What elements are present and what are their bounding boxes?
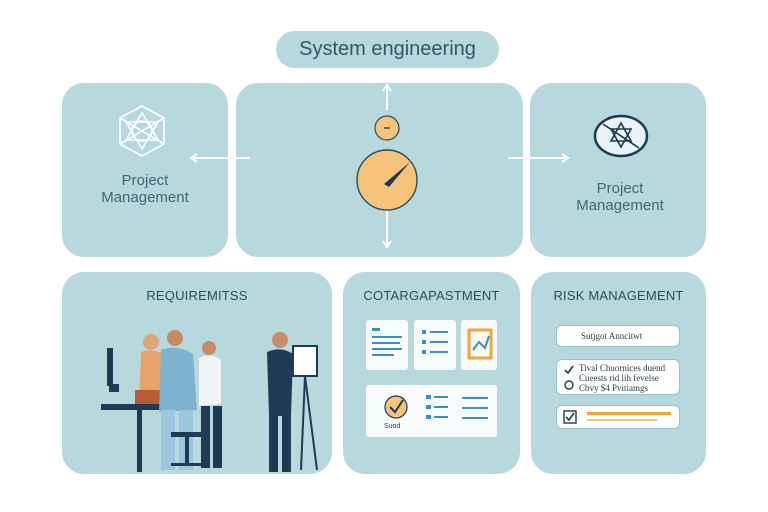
checkmark-icon [564,365,574,375]
risk-item-4 [556,405,680,429]
diagram-title: System engineering [276,31,499,68]
document-lines-icon [372,328,402,356]
right-label-line2: Management [576,197,664,214]
risk-item-1-text: Sutjgot Anncitwt [581,331,643,341]
risk-title: RISK MANAGEMENT [553,288,684,303]
chart-tile-icon [467,328,493,360]
doc-card-2 [414,320,456,370]
arrow-left-icon [189,153,250,163]
components-title: COTARGAPASTMENT [363,288,500,303]
gauge-icon [356,115,418,211]
right-label-line1: Project [596,180,644,197]
left-label-line2: Management [101,189,189,206]
risk-item-3-line: Cbvy $4 Pvitiamgs [579,383,649,393]
circle-icon [564,380,574,390]
risk-bar-2 [587,419,657,421]
right-label: Project Management [545,180,695,214]
checkbox-icon [563,410,577,424]
arrow-right-icon [508,153,570,163]
components-card-label: Suod [384,423,401,430]
left-label: Project Management [70,172,220,206]
risk-item-2: Tival Chuornices duend Cueests rid lih f… [556,359,680,395]
top-right-panel [530,83,706,257]
components-panel [343,272,520,474]
doc-card-1 [366,320,408,370]
arrow-up-icon [382,83,392,110]
top-left-panel [62,83,228,257]
risk-bar-1 [587,412,671,415]
left-label-line1: Project [121,172,169,189]
network-star-icon [119,105,165,157]
doc-card-3 [461,320,497,370]
requirements-title: REQUIREMITSS [146,288,248,303]
risk-item-2-line: Tival Chuornices duend Cueests rid lih f… [579,363,666,383]
arrow-down-icon [382,210,392,249]
risk-item-2-text: Tival Chuornices duend Cueests rid lih f… [579,363,677,393]
risk-item-1: Sutjgot Anncitwt [556,325,680,347]
hexagram-icon [593,114,649,158]
progress-checklist-icon [384,395,488,419]
doc-card-wide: Suod [366,385,497,437]
checklist-icon [422,330,448,354]
team-illustration [101,330,318,472]
